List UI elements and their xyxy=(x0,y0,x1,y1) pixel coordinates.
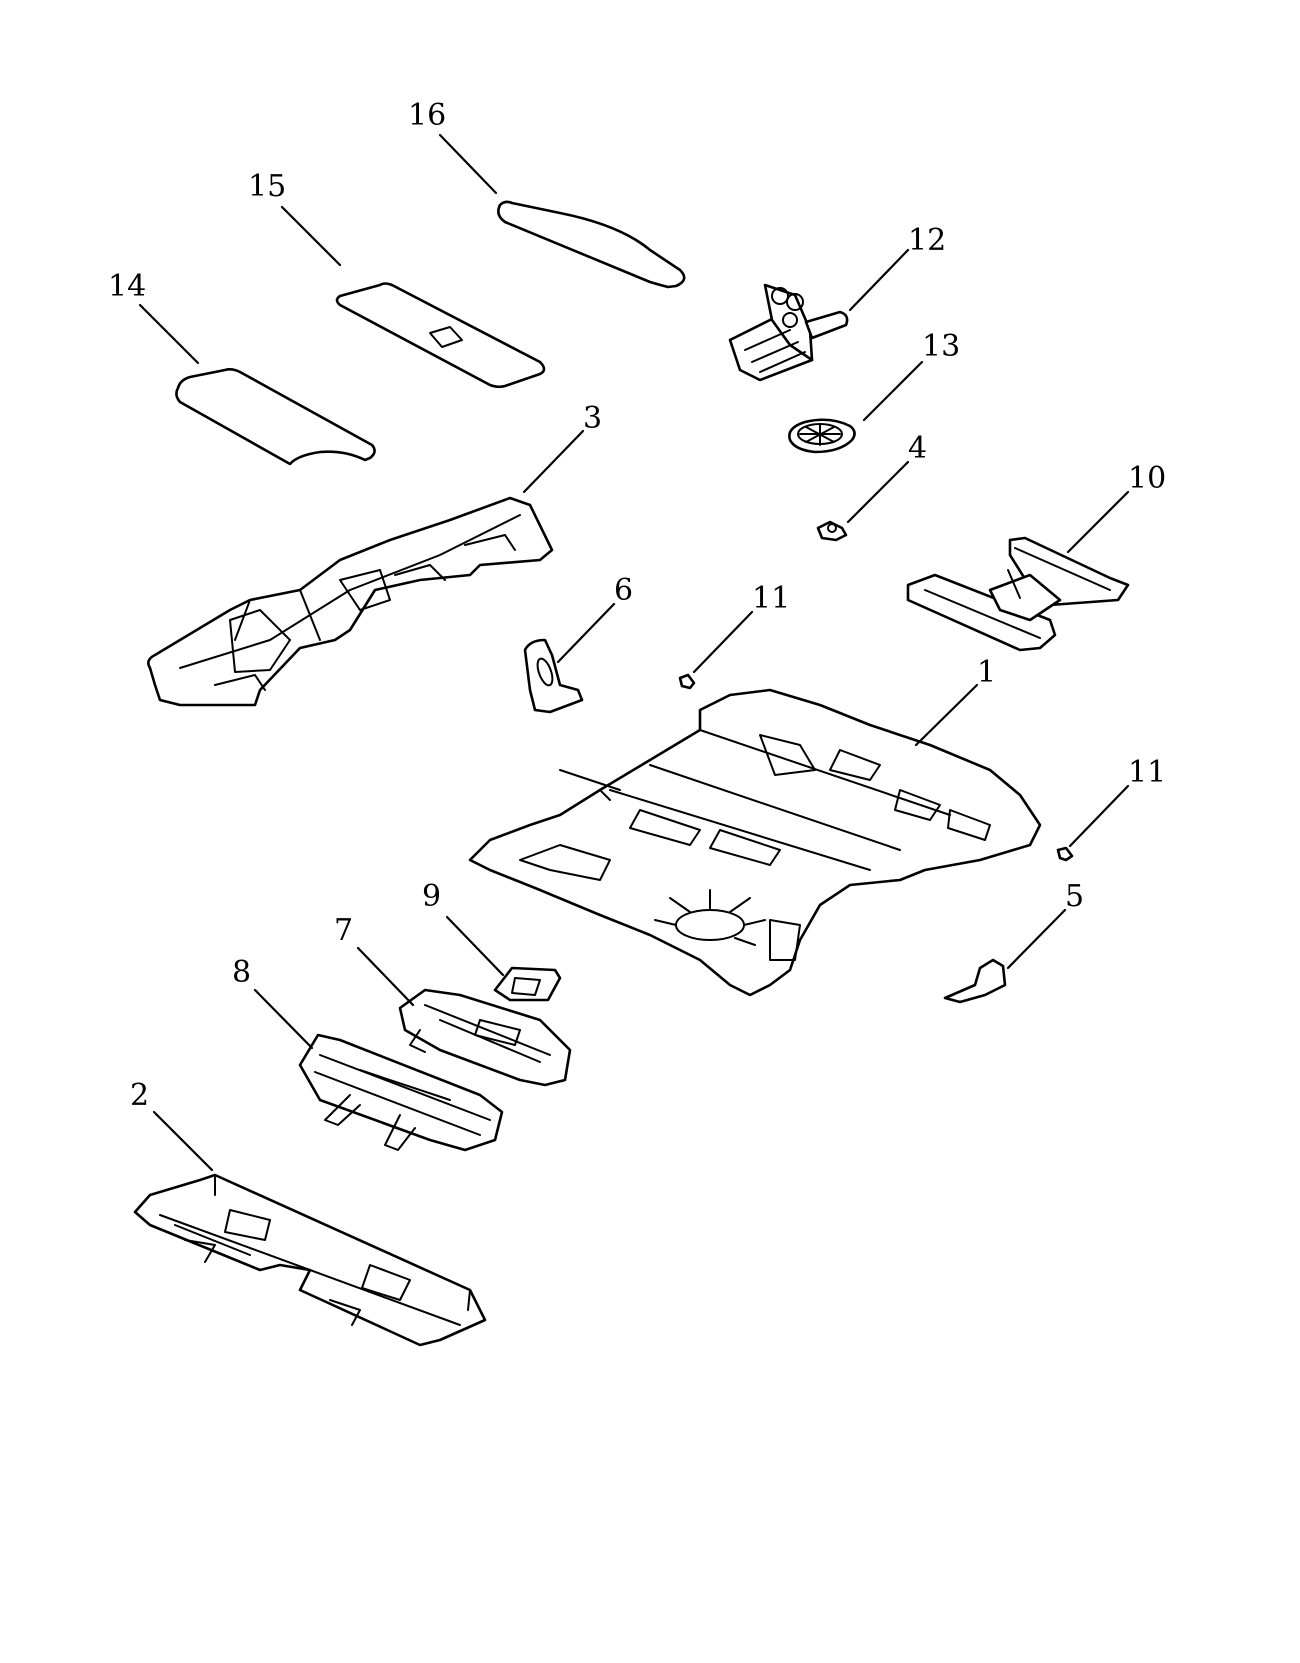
part-9-reinforcement xyxy=(493,966,562,1002)
leader-15 xyxy=(280,205,342,267)
part-11-clip-upper xyxy=(678,673,696,690)
part-10-crossmember xyxy=(906,536,1130,652)
callout-5: 5 xyxy=(1065,879,1084,914)
leader-3 xyxy=(522,429,585,494)
leader-7 xyxy=(356,946,415,1007)
callout-6: 6 xyxy=(614,573,633,608)
leader-16 xyxy=(438,133,498,195)
callout-13: 13 xyxy=(922,329,960,364)
leader-14 xyxy=(138,303,200,365)
callout-10: 10 xyxy=(1128,461,1166,496)
part-3-side-rail xyxy=(147,496,554,707)
callout-8: 8 xyxy=(232,955,251,990)
part-11-clip-right xyxy=(1056,846,1074,862)
leader-13 xyxy=(862,360,924,422)
part-16-floor-mat xyxy=(497,200,686,289)
leader-11b xyxy=(1068,784,1130,848)
leader-9 xyxy=(445,915,505,977)
part-4-clip xyxy=(816,520,848,542)
callout-11a: 11 xyxy=(752,581,790,616)
part-8-crossmember xyxy=(298,1033,504,1152)
callout-15: 15 xyxy=(248,169,286,204)
part-14-floor-mat xyxy=(175,368,376,466)
callout-3: 3 xyxy=(583,401,602,436)
part-12-bracket xyxy=(728,283,849,382)
part-1-rear-floor-pan xyxy=(468,688,1042,997)
leader-1 xyxy=(914,683,979,747)
part-15-floor-panel xyxy=(335,282,546,389)
callout-16: 16 xyxy=(408,98,446,133)
callout-11b: 11 xyxy=(1128,755,1166,790)
leader-5 xyxy=(1006,908,1067,970)
part-7-crossmember xyxy=(398,988,572,1087)
part-5-bracket xyxy=(943,958,1007,1004)
callout-9: 9 xyxy=(422,879,441,914)
callout-7: 7 xyxy=(334,913,353,948)
part-2-bottom-rail xyxy=(133,1173,487,1347)
leader-6 xyxy=(556,602,616,664)
part-13-grommet xyxy=(788,418,856,454)
callout-2: 2 xyxy=(130,1078,149,1113)
callouts: 16 15 14 12 13 4 3 10 6 11 1 11 5 9 7 8 … xyxy=(108,98,1166,1113)
leader-11a xyxy=(692,610,754,674)
leader-lines xyxy=(138,133,1130,1172)
leader-2 xyxy=(152,1110,214,1172)
callout-4: 4 xyxy=(908,431,927,466)
callout-1: 1 xyxy=(977,655,996,690)
leader-8 xyxy=(253,988,314,1050)
callout-14: 14 xyxy=(108,269,146,304)
part-6-bracket xyxy=(523,638,584,714)
leader-4 xyxy=(846,460,910,524)
leader-10 xyxy=(1066,490,1130,554)
leader-12 xyxy=(848,248,910,312)
callout-12: 12 xyxy=(908,223,946,258)
